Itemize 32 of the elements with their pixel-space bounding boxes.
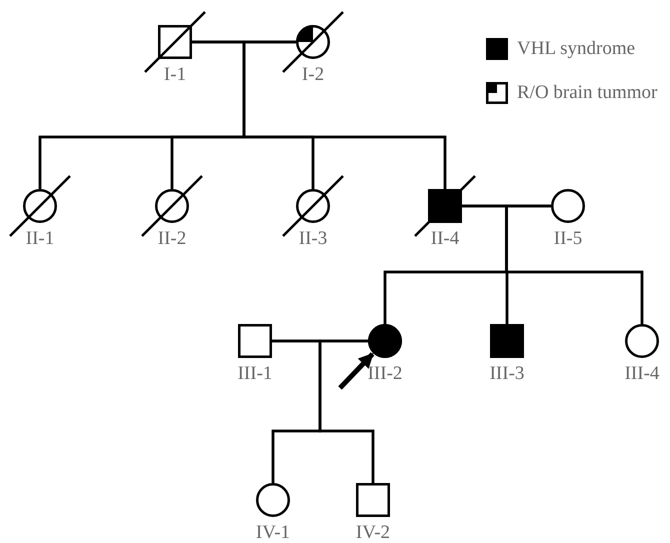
individual-id-label: II-5 [554, 229, 582, 249]
descent-line [318, 340, 374, 483]
legend-label: VHL syndrome [517, 38, 636, 60]
individual-id-label: III-1 [238, 364, 272, 384]
proband-arrow [338, 352, 374, 390]
female-symbol [625, 324, 659, 358]
female-symbol [256, 483, 290, 517]
legend-label: R/O brain tummor [517, 82, 658, 104]
individual-id-label: III-2 [368, 364, 402, 384]
female-symbol [155, 189, 189, 223]
individual-id-label: I-1 [164, 65, 186, 85]
individual-id-label: II-2 [158, 229, 186, 249]
individual-id-label: III-4 [624, 364, 660, 384]
female-symbol [23, 189, 57, 223]
descent-line [242, 40, 446, 189]
female-symbol [296, 189, 330, 223]
female-symbol [368, 324, 402, 358]
descent-line [505, 204, 644, 324]
individual-id-label: II-4 [430, 229, 460, 249]
individual-id-label: II-1 [26, 229, 54, 249]
male-symbol [238, 324, 272, 358]
individual-id-label: I-2 [302, 65, 324, 85]
individual-id-label: IV-2 [356, 523, 390, 543]
male-symbol [490, 324, 524, 358]
individual-id-label: II-3 [298, 229, 328, 249]
individual-id-label: IV-1 [256, 523, 290, 543]
female-symbol [551, 189, 585, 223]
female-symbol [296, 25, 330, 59]
male-symbol [428, 189, 462, 223]
male-symbol [356, 483, 390, 517]
male-symbol [158, 25, 192, 59]
individual-id-label: III-3 [490, 364, 524, 384]
